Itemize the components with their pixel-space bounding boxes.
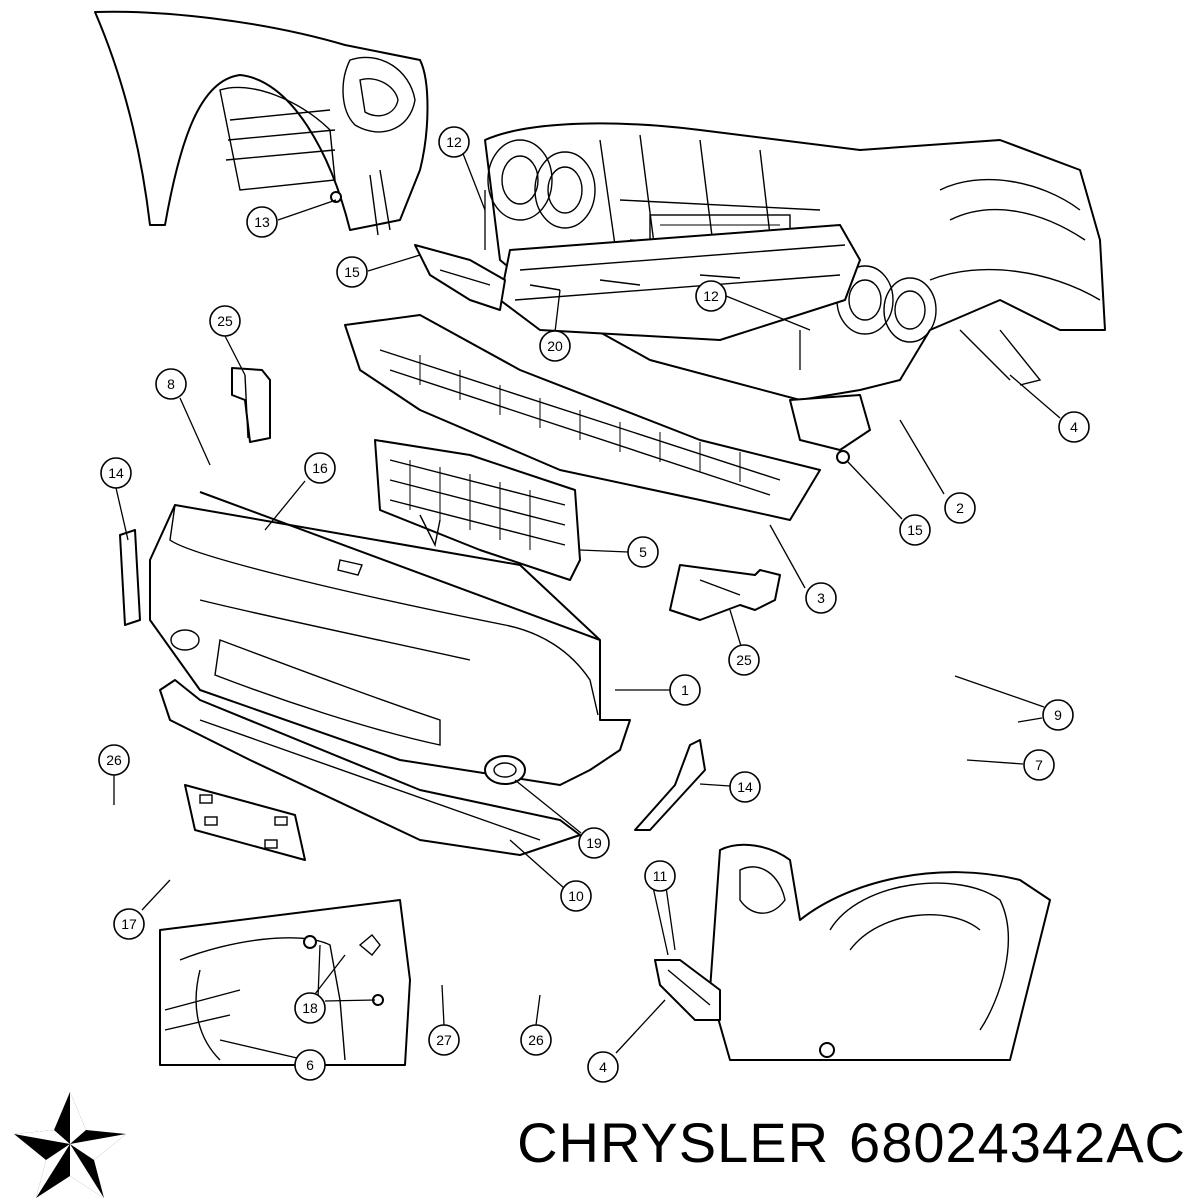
callout-14-right: 14 <box>729 771 761 803</box>
bumper-reinforcement-beam <box>499 224 861 341</box>
bumper-bracket-right <box>789 394 871 464</box>
chrysler-pentastar-icon <box>14 1092 126 1198</box>
fascia-support-left <box>119 529 141 626</box>
svg-text:1: 1 <box>681 682 689 698</box>
lower-air-dam <box>159 679 581 856</box>
callout-15-right: 15 <box>899 514 931 546</box>
svg-text:3: 3 <box>817 590 825 606</box>
callout-4-bottom: 4 <box>587 1051 619 1083</box>
mounting-bracket-upper <box>231 367 271 443</box>
svg-text:4: 4 <box>599 1059 607 1075</box>
brand-footer: CHRYSLER 68024342AC <box>0 1088 1200 1200</box>
svg-text:25: 25 <box>217 313 233 329</box>
svg-text:26: 26 <box>528 1032 544 1048</box>
svg-text:7: 7 <box>1035 757 1043 773</box>
svg-text:13: 13 <box>254 214 270 230</box>
svg-text:2: 2 <box>956 500 964 516</box>
callout-25-lower: 25 <box>728 644 760 676</box>
mounting-bracket-lower <box>669 564 781 621</box>
seal-strip <box>199 491 601 641</box>
svg-text:25: 25 <box>736 652 752 668</box>
brand-name: CHRYSLER <box>517 1111 830 1174</box>
leader-lines <box>113 150 1061 1059</box>
front-fascia <box>149 504 631 786</box>
svg-text:17: 17 <box>121 916 137 932</box>
svg-text:18: 18 <box>302 1000 318 1016</box>
svg-text:16: 16 <box>312 460 328 476</box>
callout-7: 7 <box>1023 749 1055 781</box>
callout-16: 16 <box>304 452 336 484</box>
callout-8: 8 <box>155 368 187 400</box>
part-number: 68024342AC <box>849 1111 1186 1174</box>
svg-text:27: 27 <box>436 1032 452 1048</box>
callout-18: 18 <box>294 992 326 1024</box>
callout-14-left: 14 <box>100 457 132 489</box>
svg-text:12: 12 <box>446 134 462 150</box>
callout-27: 27 <box>428 1024 460 1056</box>
svg-text:26: 26 <box>106 752 122 768</box>
svg-text:10: 10 <box>568 888 584 904</box>
svg-text:9: 9 <box>1054 707 1062 723</box>
callout-26-left: 26 <box>98 744 130 776</box>
svg-text:15: 15 <box>344 264 360 280</box>
svg-text:19: 19 <box>586 835 602 851</box>
energy-absorber <box>344 314 821 521</box>
part-caption: CHRYSLER 68024342AC <box>497 1110 1186 1175</box>
callout-4-top: 4 <box>1058 411 1090 443</box>
callout-2: 2 <box>944 492 976 524</box>
callout-3: 3 <box>805 582 837 614</box>
callout-13: 13 <box>246 206 278 238</box>
callout-9: 9 <box>1042 699 1074 731</box>
callout-6: 6 <box>294 1049 326 1081</box>
callout-20: 20 <box>539 330 571 362</box>
callout-10: 10 <box>560 880 592 912</box>
svg-text:14: 14 <box>108 465 124 481</box>
license-plate-bracket <box>184 784 306 861</box>
callout-17: 17 <box>113 908 145 940</box>
callout-19: 19 <box>578 827 610 859</box>
svg-text:11: 11 <box>653 868 668 884</box>
fender-view-top-left <box>94 10 429 236</box>
grille-duct <box>374 439 581 581</box>
callout-11: 11 <box>644 860 676 892</box>
callout-5: 5 <box>627 536 659 568</box>
svg-text:14: 14 <box>737 779 753 795</box>
bumper-bracket-left <box>414 244 506 311</box>
svg-text:6: 6 <box>306 1057 314 1073</box>
svg-text:20: 20 <box>547 338 563 354</box>
callout-12-mid: 12 <box>695 280 727 312</box>
callout-25-upper: 25 <box>209 305 241 337</box>
svg-text:15: 15 <box>907 522 923 538</box>
callout-1: 1 <box>669 674 701 706</box>
fascia-bracket-lower <box>654 959 721 1021</box>
svg-text:12: 12 <box>703 288 719 304</box>
svg-text:5: 5 <box>639 544 647 560</box>
callout-26-bottom: 26 <box>520 1024 552 1056</box>
svg-text:8: 8 <box>167 376 175 392</box>
wheelhouse-view-right <box>709 843 1051 1061</box>
wheelhouse-view-left <box>159 899 411 1066</box>
fascia-support-right <box>634 739 706 831</box>
svg-text:4: 4 <box>1070 419 1078 435</box>
callout-12-top: 12 <box>438 126 470 158</box>
callout-15-left: 15 <box>336 256 368 288</box>
